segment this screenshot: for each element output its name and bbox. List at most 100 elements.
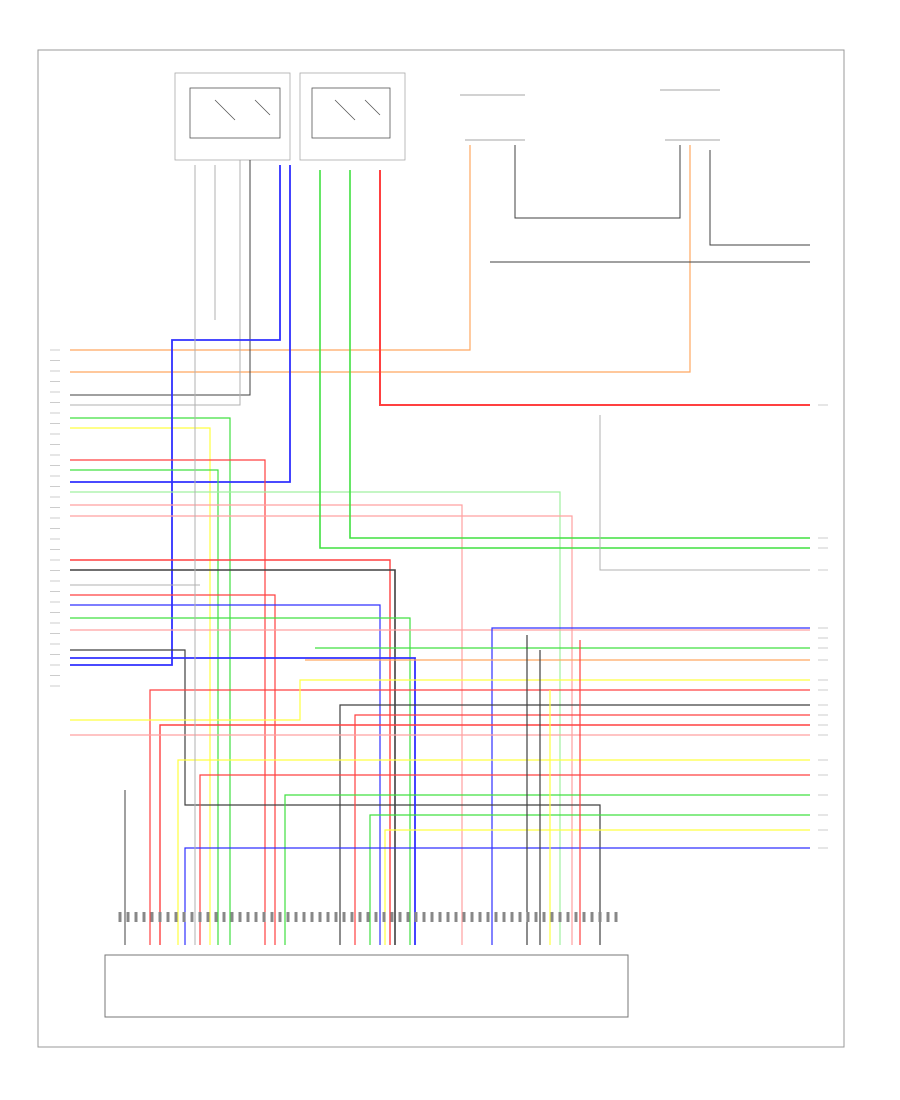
- ecm-pin-56: [566, 912, 570, 922]
- ecm-pin-54: [550, 912, 554, 922]
- ecm-pin-37: [414, 912, 418, 922]
- wire-yellow-29: [70, 679, 810, 721]
- ecm-pin-51: [526, 912, 530, 922]
- ecm-pin-20: [278, 912, 282, 922]
- wire-red-19: [70, 594, 276, 945]
- ecm-pin-10: [198, 912, 202, 922]
- ecm-pin-26: [326, 912, 330, 922]
- wire-yellow-38: [384, 829, 810, 945]
- ecm-pin-59: [590, 912, 594, 922]
- diagram-frame: [37, 49, 845, 1048]
- wire-blue-25: [70, 657, 416, 945]
- ecm-pin-25: [318, 912, 322, 922]
- ecm-pin-17: [254, 912, 258, 922]
- ecm-pin-50: [518, 912, 522, 922]
- ecm-pin-47: [494, 912, 498, 922]
- wire-green-36: [284, 794, 810, 945]
- sensor-b: [660, 89, 720, 141]
- wire-blue-23: [491, 627, 810, 945]
- ecm-pin-6: [166, 912, 170, 922]
- ecm-pin-36: [406, 912, 410, 922]
- ecm-pin-60: [598, 912, 602, 922]
- wire-black-17: [70, 569, 396, 945]
- wire-gray-49: [599, 415, 810, 571]
- ecm-pin-43: [462, 912, 466, 922]
- ecm-pin-52: [534, 912, 538, 922]
- ecm-pin-31: [366, 912, 370, 922]
- ecm-pin-2: [134, 912, 138, 922]
- wire-orange-1: [70, 145, 691, 373]
- ecm-pin-18: [262, 912, 266, 922]
- ecm-pin-13: [222, 912, 226, 922]
- ecm-pin-61: [606, 912, 610, 922]
- ecm-pin-44: [470, 912, 474, 922]
- ecm-pin-27: [334, 912, 338, 922]
- wire-red-16: [70, 559, 391, 945]
- wire-pink-13: [70, 515, 573, 945]
- wire-green-10: [70, 469, 219, 945]
- wire-black-30: [339, 704, 810, 945]
- ecm-pin-38: [422, 912, 426, 922]
- ecm-pin-11: [206, 912, 210, 922]
- wire-red-31: [354, 714, 810, 945]
- ecm-pin-39: [430, 912, 434, 922]
- wire-green-14: [319, 170, 810, 549]
- wire-red-35: [199, 774, 810, 945]
- relay-2: [299, 72, 406, 161]
- ecm-pin-5: [158, 912, 162, 922]
- wire-red-2: [379, 170, 810, 406]
- ecm-pin-22: [294, 912, 298, 922]
- wire-green-21: [70, 617, 411, 945]
- ecm-pin-12: [214, 912, 218, 922]
- wire-orange-0: [70, 145, 471, 351]
- ecm-pin-8: [182, 912, 186, 922]
- ecm-pin-1: [126, 912, 130, 922]
- ecm-pin-53: [542, 912, 546, 922]
- wire-green-5: [70, 417, 231, 945]
- ecm-pin-40: [438, 912, 442, 922]
- ecm-pin-14: [230, 912, 234, 922]
- ecm-pin-3: [142, 912, 146, 922]
- wire-green-37: [369, 814, 810, 945]
- wire-black-24: [70, 649, 601, 945]
- ecm-pin-41: [446, 912, 450, 922]
- ecm-pin-55: [558, 912, 562, 922]
- wire-red-9: [70, 459, 266, 945]
- wire-red-28: [149, 689, 810, 945]
- ecm-pin-4: [150, 912, 154, 922]
- ecm-pin-16: [246, 912, 250, 922]
- ecm-pin-32: [374, 912, 378, 922]
- ecm-pin-30: [358, 912, 362, 922]
- ecm-pin-57: [574, 912, 578, 922]
- ecm-pin-58: [582, 912, 586, 922]
- wire-red-32: [159, 724, 810, 945]
- ecm-pin-48: [502, 912, 506, 922]
- wire-pink-12: [70, 504, 463, 945]
- relay-1: [174, 72, 291, 161]
- wire-lightgreen-11: [70, 491, 561, 945]
- ecm-pin-46: [486, 912, 490, 922]
- wire-black-44: [514, 145, 681, 219]
- ecm-pin-62: [614, 912, 618, 922]
- ecm-pin-45: [478, 912, 482, 922]
- ecm-pin-23: [302, 912, 306, 922]
- ecm-pin-28: [342, 912, 346, 922]
- wire-blue-20: [70, 604, 381, 945]
- wire-black-3: [70, 160, 251, 396]
- ecm-pin-33: [382, 912, 386, 922]
- pin-layer: [50, 349, 828, 922]
- ecm-pin-19: [270, 912, 274, 922]
- ecm-pin-7: [174, 912, 178, 922]
- ecm-pin-15: [238, 912, 242, 922]
- ecm-pin-49: [510, 912, 514, 922]
- wire-yellow-6: [70, 427, 211, 945]
- wire-gray-4: [70, 160, 241, 406]
- wire-blue-8: [70, 165, 291, 483]
- ecm-pin-42: [454, 912, 458, 922]
- ecm-pin-35: [398, 912, 402, 922]
- ecm-connector: [104, 954, 629, 1018]
- wire-yellow-34: [177, 759, 810, 945]
- ecm-pin-9: [190, 912, 194, 922]
- sensor-a: [460, 94, 525, 141]
